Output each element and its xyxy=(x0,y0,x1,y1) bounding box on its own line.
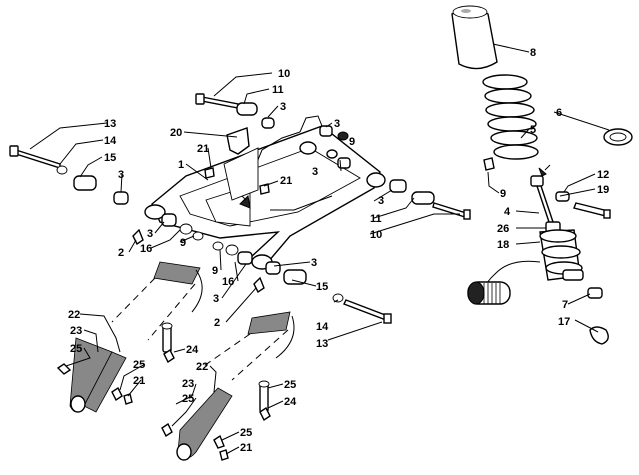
bolt-upper-right xyxy=(195,93,239,109)
bushing-upper-right xyxy=(236,102,275,129)
hardware-right-centre xyxy=(389,179,471,220)
callout-4: 4 xyxy=(504,206,511,218)
callout-17: 17 xyxy=(558,316,570,328)
swing-arm-frame xyxy=(144,115,386,270)
callout-5: 5 xyxy=(530,124,536,136)
callout-15: 15 xyxy=(316,281,328,293)
callout-25: 25 xyxy=(284,379,296,391)
callout-6: 6 xyxy=(556,107,562,119)
callout-20: 20 xyxy=(170,127,182,139)
shock-boot xyxy=(451,5,498,70)
callout-9: 9 xyxy=(180,237,186,249)
callout-2: 2 xyxy=(214,317,220,329)
shock-spring xyxy=(482,74,539,160)
callout-25: 25 xyxy=(240,427,252,439)
callout-10: 10 xyxy=(370,229,382,241)
callout-24: 24 xyxy=(284,396,297,408)
callout-26: 26 xyxy=(497,223,509,235)
callout-21: 21 xyxy=(240,442,252,454)
shock-hardware-top xyxy=(483,157,611,219)
callout-9: 9 xyxy=(212,265,218,277)
leader-lines xyxy=(29,43,610,455)
callout-24: 24 xyxy=(186,344,199,356)
callout-14: 14 xyxy=(316,321,329,333)
hardware-top-centre xyxy=(204,125,351,195)
callout-21: 21 xyxy=(280,175,292,187)
callout-25: 25 xyxy=(70,343,82,355)
bolt-upper-left xyxy=(9,145,68,175)
callout-labels: 10 11 3 8 13 14 15 3 20 21 1 3 9 3 21 6 … xyxy=(68,47,609,454)
callout-18: 18 xyxy=(497,239,509,251)
shock-hardware-bottom xyxy=(587,287,609,345)
callout-19: 19 xyxy=(597,184,609,196)
callout-25: 25 xyxy=(182,393,194,405)
callout-3: 3 xyxy=(311,257,317,269)
callout-23: 23 xyxy=(70,325,82,337)
callout-23: 23 xyxy=(182,378,194,390)
lower-link-right xyxy=(161,311,295,461)
callout-12: 12 xyxy=(597,169,609,181)
callout-13: 13 xyxy=(316,338,328,350)
bolt-lower-right xyxy=(283,269,392,324)
callout-3: 3 xyxy=(280,101,286,113)
callout-2: 2 xyxy=(118,247,124,259)
axle-pins xyxy=(161,322,271,422)
callout-11: 11 xyxy=(370,213,382,225)
callout-8: 8 xyxy=(530,47,536,59)
callout-3: 3 xyxy=(312,166,318,178)
callout-7: 7 xyxy=(562,299,568,311)
callout-3: 3 xyxy=(378,195,384,207)
callout-16: 16 xyxy=(140,243,152,255)
callout-3: 3 xyxy=(147,228,153,240)
callout-9: 9 xyxy=(349,136,355,148)
callout-21: 21 xyxy=(133,375,145,387)
bushing-upper-left xyxy=(73,175,129,205)
callout-3: 3 xyxy=(118,169,124,181)
callout-22: 22 xyxy=(68,309,80,321)
lower-link-left xyxy=(56,261,203,413)
hardware-lower-centre xyxy=(212,241,281,294)
callout-9: 9 xyxy=(500,188,506,200)
callout-25: 25 xyxy=(133,359,145,371)
callout-14: 14 xyxy=(104,135,117,147)
callout-21: 21 xyxy=(197,143,209,155)
callout-1: 1 xyxy=(178,159,184,171)
callout-11: 11 xyxy=(272,84,284,96)
callout-16: 16 xyxy=(222,276,234,288)
callout-15: 15 xyxy=(104,152,116,164)
callout-3: 3 xyxy=(334,118,340,130)
callout-10: 10 xyxy=(278,68,290,80)
shock-body xyxy=(483,175,584,291)
spring-retainer xyxy=(603,128,633,146)
shock-reservoir xyxy=(467,281,511,305)
callout-13: 13 xyxy=(104,118,116,130)
callout-22: 22 xyxy=(196,361,208,373)
callout-3: 3 xyxy=(213,293,219,305)
